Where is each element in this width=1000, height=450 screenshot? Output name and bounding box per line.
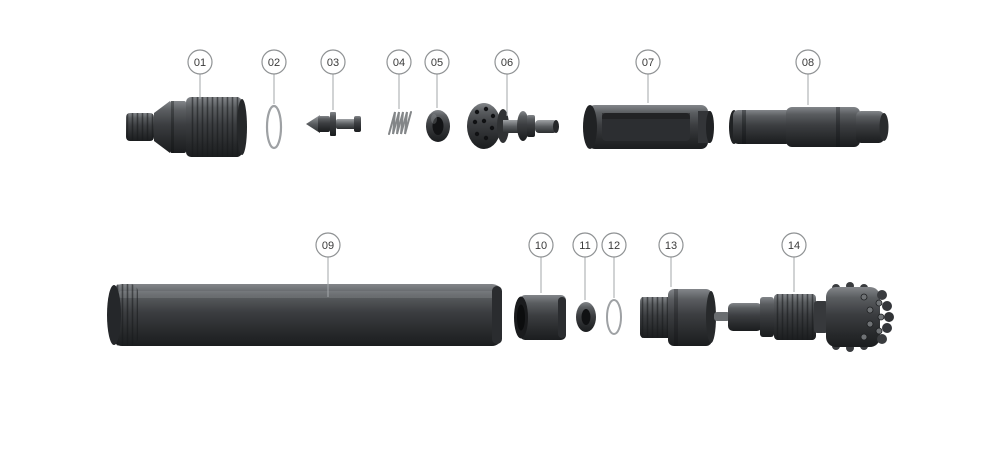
callout-11: 11 <box>572 232 598 300</box>
o-ring-outline <box>265 104 283 150</box>
o-ring-outline <box>606 299 622 335</box>
callout-14: 14 <box>781 232 807 292</box>
callout-05-circle <box>424 49 450 75</box>
callout-07-circle <box>635 49 661 75</box>
callout-05: 05 <box>424 49 450 108</box>
callout-04-circle <box>386 49 412 75</box>
part-10-bearing-bushing <box>514 295 566 340</box>
spline-texture <box>774 294 816 340</box>
callout-02-label: 02 <box>268 57 280 69</box>
part-01-adapter <box>126 97 247 157</box>
callout-14-circle <box>781 232 807 258</box>
carbide-button <box>860 333 868 341</box>
callout-03: 03 <box>320 49 346 110</box>
callout-10: 10 <box>528 232 554 293</box>
part-07-inner-sleeve <box>583 105 714 149</box>
callout-08: 08 <box>795 49 821 105</box>
callout-12: 12 <box>601 232 627 298</box>
callout-06-circle <box>494 49 520 75</box>
callout-11-label: 11 <box>579 240 590 252</box>
callout-01-label: 01 <box>194 57 206 69</box>
carbide-button <box>866 320 874 328</box>
callout-03-circle <box>320 49 346 75</box>
thread-texture <box>126 113 154 141</box>
carbide-button <box>866 306 874 314</box>
callout-06: 06 <box>494 49 520 116</box>
callout-02-circle <box>261 49 287 75</box>
callout-11-circle <box>572 232 598 258</box>
callout-03-label: 03 <box>327 57 339 69</box>
callout-09-circle <box>315 232 341 258</box>
part-05-valve-seat-ring <box>426 110 450 142</box>
callout-10-label: 10 <box>535 240 547 252</box>
callout-13: 13 <box>658 232 684 287</box>
callout-05-label: 05 <box>431 57 443 69</box>
part-12-o-ring <box>606 299 622 335</box>
callout-01: 01 <box>187 49 213 99</box>
callout-04: 04 <box>386 49 412 109</box>
part-08-piston <box>729 107 889 147</box>
callout-08-label: 08 <box>802 57 814 69</box>
callout-07-label: 07 <box>642 57 654 69</box>
carbide-button <box>860 293 868 301</box>
part-14-drill-bit <box>728 282 894 352</box>
callout-01-circle <box>187 49 213 75</box>
part-09-outer-casing-tube <box>107 284 502 346</box>
carbide-button <box>875 299 883 307</box>
carbide-button <box>877 313 885 321</box>
callout-07: 07 <box>635 49 661 103</box>
callout-02: 02 <box>261 49 287 104</box>
callout-04-label: 04 <box>393 57 405 69</box>
callout-12-label: 12 <box>608 240 620 252</box>
thread-texture <box>189 97 240 157</box>
callout-08-circle <box>795 49 821 75</box>
part-04-spring <box>388 111 412 135</box>
callout-10-circle <box>528 232 554 258</box>
callout-13-circle <box>658 232 684 258</box>
callout-09: 09 <box>315 232 341 297</box>
callout-06-label: 06 <box>501 57 513 69</box>
callout-12-circle <box>601 232 627 258</box>
callout-14-label: 14 <box>788 240 800 252</box>
part-03-valve-stem <box>306 112 361 136</box>
carbide-button <box>875 327 883 335</box>
part-11-retainer-ring <box>576 302 596 332</box>
part-02-o-ring <box>265 104 283 150</box>
callout-09-label: 09 <box>322 240 334 252</box>
part-13-driver-chuck <box>640 289 730 346</box>
callout-13-label: 13 <box>665 240 677 252</box>
thread-texture <box>640 297 672 338</box>
part-06-check-valve-assembly <box>467 103 559 149</box>
